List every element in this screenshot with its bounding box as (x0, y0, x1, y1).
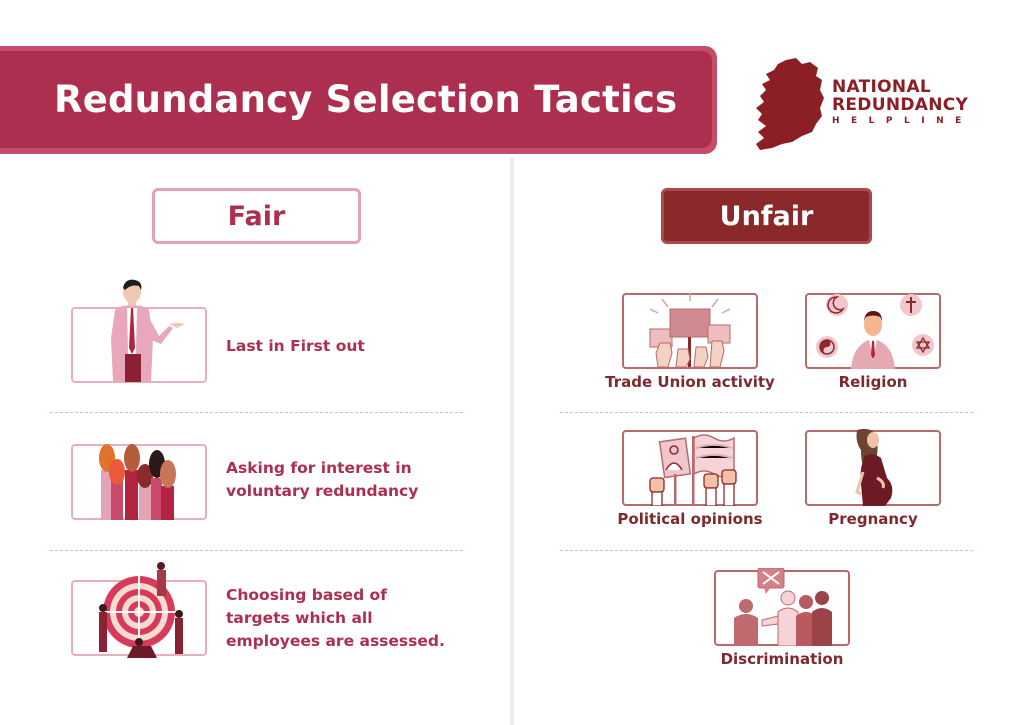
unfair-item-frame (622, 293, 758, 369)
fair-heading-label: Fair (227, 200, 286, 232)
separator (50, 412, 463, 413)
unfair-item-frame (714, 568, 850, 646)
unfair-item-label: Discrimination (720, 650, 844, 668)
separator (560, 412, 973, 413)
raised-hands-icon (99, 444, 176, 520)
fair-item-label-line: Choosing based of (226, 586, 387, 604)
political-flag-icon (649, 434, 737, 506)
discrimination-group-icon (734, 568, 832, 646)
unfair-item-label: Trade Union activity (605, 373, 775, 391)
unfair-item-discrimination: Discrimination (697, 568, 867, 668)
businessman-presenting-icon (111, 279, 185, 382)
target-team-icon (99, 562, 183, 658)
fair-item-target-assessment: Choosing based of targets which all empl… (71, 560, 471, 660)
unfair-item-political-opinions: Political opinions (605, 430, 775, 528)
title-banner: Redundancy Selection Tactics (0, 46, 717, 154)
fair-item-label-line: employees are assessed. (226, 632, 445, 650)
unfair-item-frame (805, 428, 941, 506)
unfair-heading: Unfair (661, 188, 872, 244)
fair-item-label-line: voluntary redundancy (226, 482, 419, 500)
unfair-item-label: Pregnancy (828, 510, 918, 528)
page-title: Redundancy Selection Tactics (54, 78, 678, 121)
religion-symbols-icon (816, 294, 934, 369)
unfair-heading-label: Unfair (719, 200, 814, 232)
separator (560, 550, 973, 551)
protest-signs-icon (649, 293, 731, 368)
unfair-item-label: Religion (838, 373, 908, 391)
unfair-item-frame (805, 293, 941, 369)
logo-text-redundancy: REDUNDANCY (832, 95, 969, 115)
fair-item-label: Last in First out (226, 337, 365, 355)
logo-text-helpline: HELPLINE (832, 116, 973, 126)
unfair-item-pregnancy: Pregnancy (788, 428, 958, 528)
ireland-map-icon (756, 58, 824, 150)
fair-heading: Fair (152, 188, 361, 244)
pregnant-woman-icon (855, 428, 893, 506)
national-redundancy-helpline-logo: NATIONAL REDUNDANCY HELPLINE (752, 58, 992, 150)
fair-item-last-in-first-out: Last in First out (71, 278, 471, 388)
column-divider (510, 158, 514, 725)
logo-text-national: NATIONAL (832, 77, 932, 97)
unfair-item-trade-union: Trade Union activity (605, 293, 775, 391)
unfair-item-label: Political opinions (617, 510, 763, 528)
fair-item-voluntary-redundancy: Asking for interest in voluntary redunda… (71, 440, 471, 522)
fair-item-label-line: targets which all (226, 609, 373, 627)
separator (50, 550, 463, 551)
unfair-item-religion: Religion (788, 293, 958, 391)
unfair-item-frame (622, 430, 758, 506)
fair-item-label-line: Asking for interest in (226, 459, 412, 477)
